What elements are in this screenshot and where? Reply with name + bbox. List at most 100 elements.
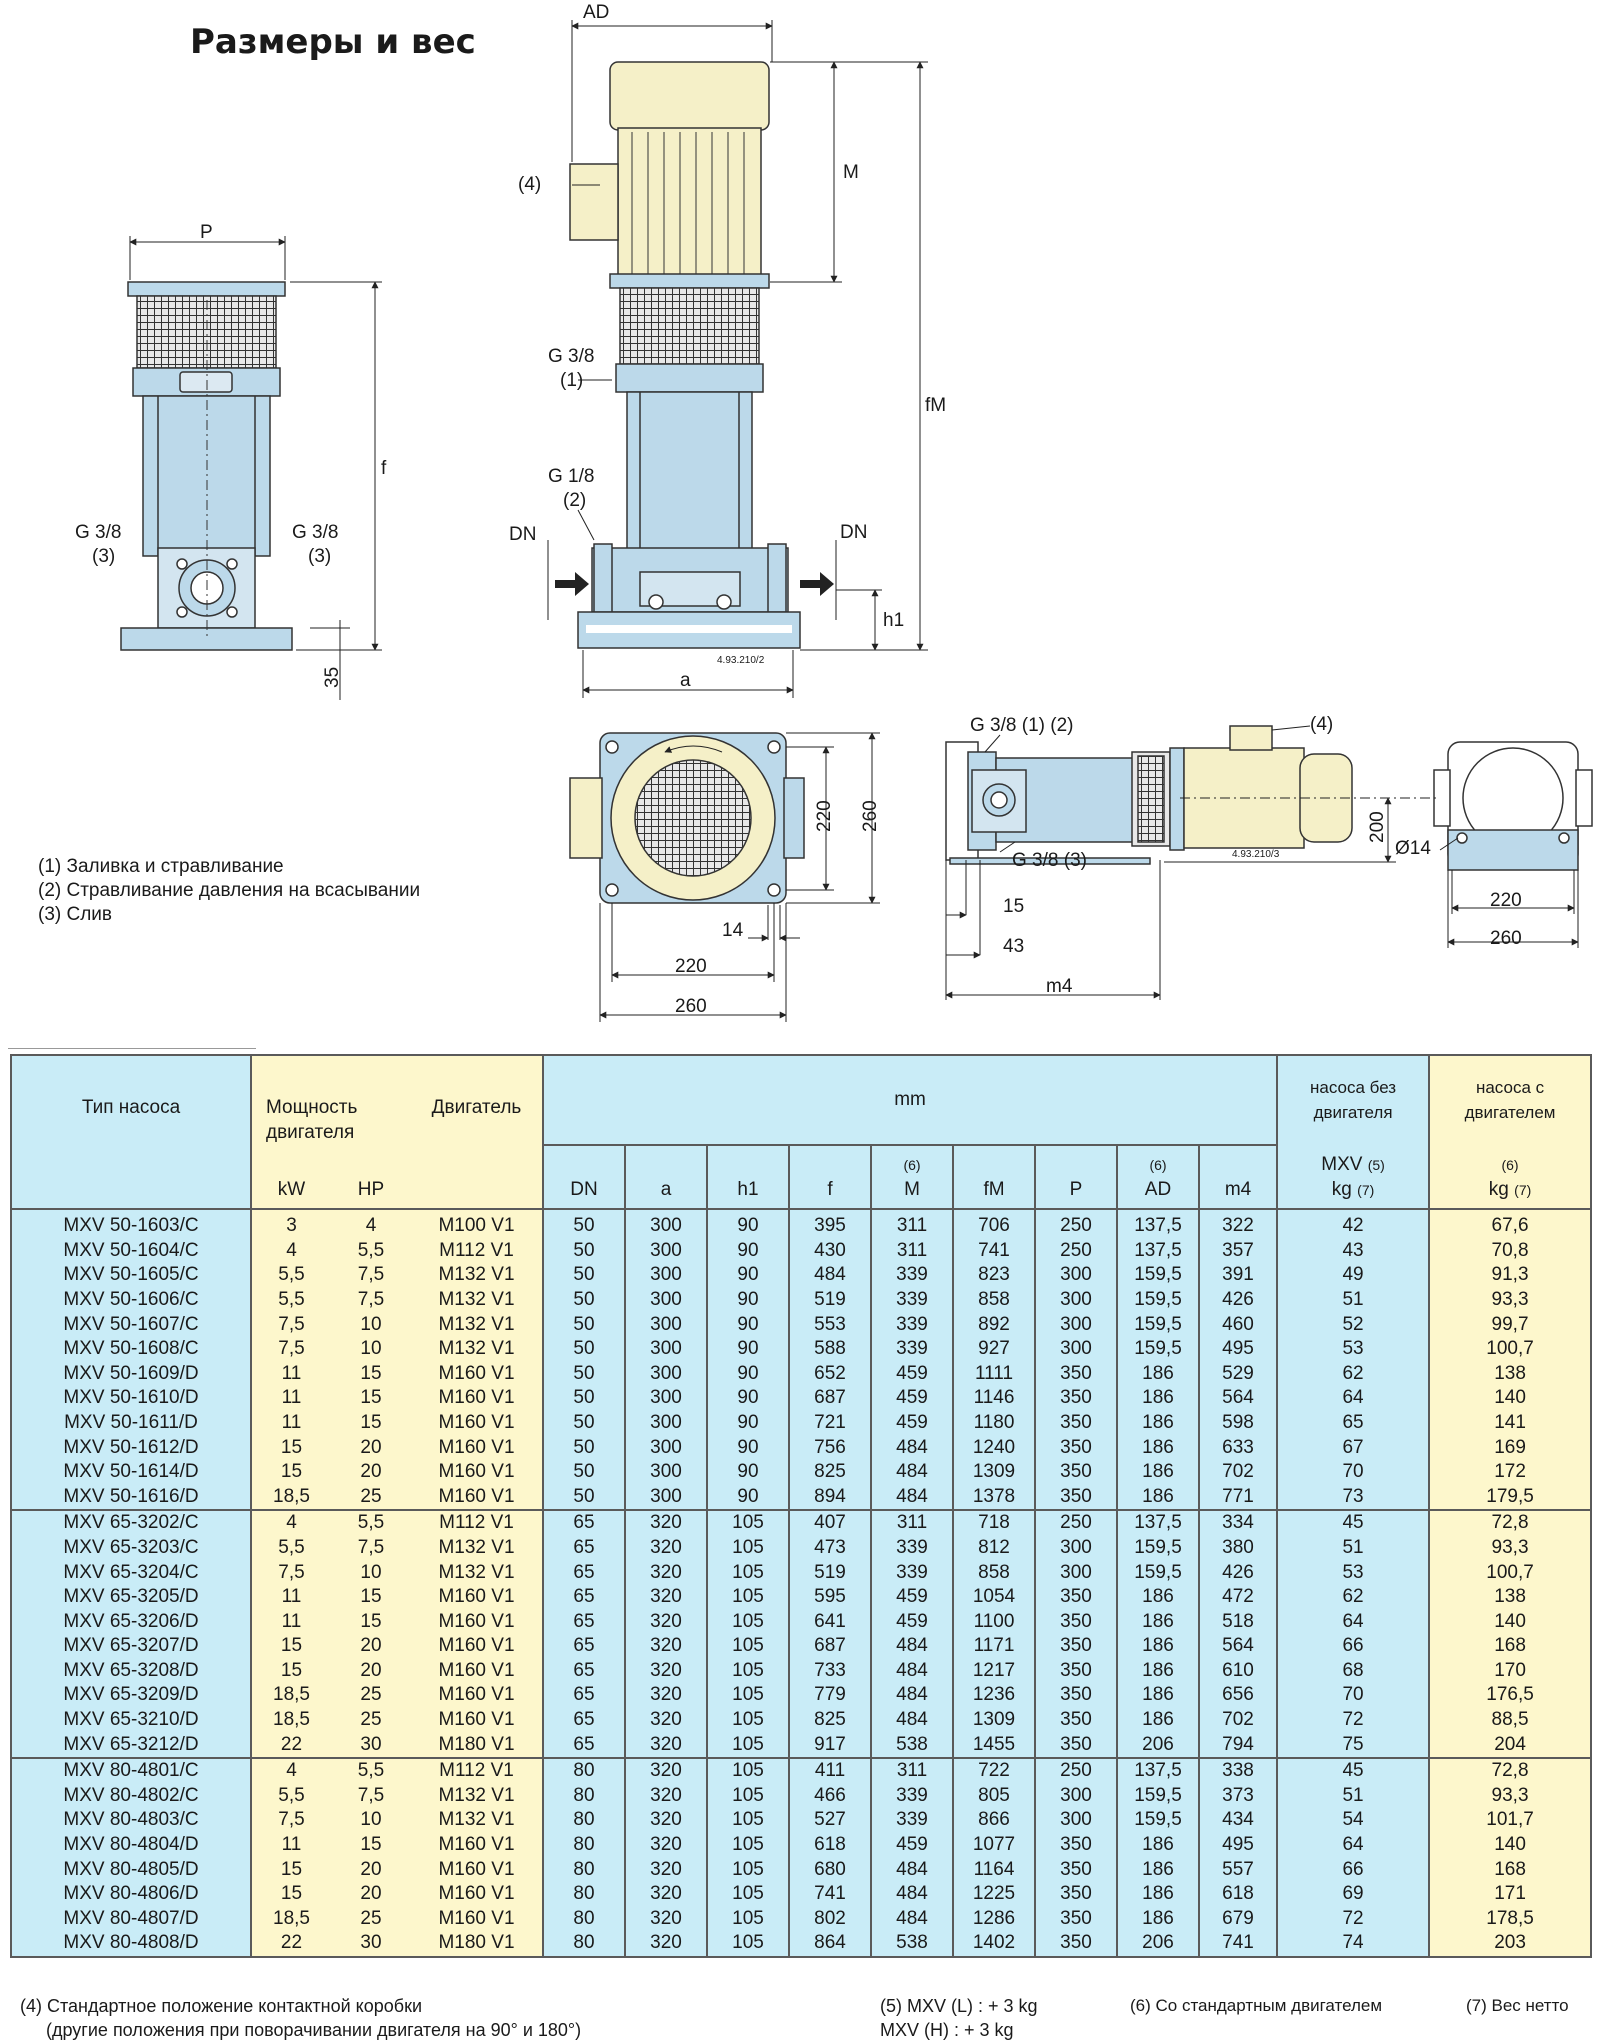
table-cell: 300 (624, 1386, 707, 1411)
table-cell: 20 (331, 1435, 411, 1461)
table-cell: 105 (706, 1833, 789, 1858)
table-cell: 69 (1276, 1882, 1430, 1907)
pump-type-cell: MXV 50-1610/D (10, 1386, 251, 1411)
table-cell: 598 (1197, 1410, 1278, 1436)
pump-type-cell: MXV 50-1609/D (10, 1361, 251, 1387)
footnote-5-line2: MXV (H) : + 3 kg (880, 2020, 1014, 2040)
table-cell: M160 V1 (411, 1609, 543, 1635)
table-cell: 105 (706, 1535, 789, 1561)
table-cell: 50 (542, 1435, 625, 1461)
note2-side-label: (2) (563, 490, 586, 511)
table-cell: 300 (624, 1209, 707, 1239)
table-cell: 90 (706, 1460, 789, 1485)
table-cell: 300 (624, 1410, 707, 1436)
table-cell: 1225 (952, 1882, 1035, 1907)
header-w1-line2: двигателя (1313, 1102, 1393, 1122)
table-cell: 320 (624, 1658, 707, 1684)
col-weight1-kg: kg (1331, 1178, 1352, 1200)
table-cell: 186 (1116, 1906, 1199, 1932)
note-1: (1) Заливка и стравливание (38, 856, 284, 877)
table-cell: 3 (250, 1209, 331, 1239)
table-cell: 15 (331, 1609, 411, 1635)
header-power: Мощность двигателя (250, 1053, 411, 1146)
table-cell: M100 V1 (411, 1209, 543, 1239)
table-cell: M112 V1 (411, 1757, 543, 1784)
table-cell: 90 (706, 1287, 789, 1313)
table-cell: 320 (624, 1931, 707, 1958)
table-cell: 350 (1034, 1906, 1117, 1932)
table-cell: 15 (331, 1833, 411, 1858)
table-cell: 300 (624, 1263, 707, 1288)
divider (8, 1048, 256, 1049)
note-3: (3) Слив (38, 904, 113, 925)
table-cell: 7,5 (250, 1808, 331, 1834)
table-cell: 65 (542, 1535, 625, 1561)
table-cell: 395 (788, 1209, 871, 1239)
table-cell: 4 (331, 1209, 411, 1239)
col-weight2-note7: (7) (1514, 1181, 1532, 1198)
table-cell: 186 (1116, 1460, 1199, 1485)
table-cell: 718 (952, 1509, 1035, 1536)
col-m: (6)M (870, 1144, 953, 1211)
pump-horizontal-view (945, 725, 1353, 865)
table-cell: 484 (870, 1882, 953, 1907)
table-cell: 339 (870, 1263, 953, 1288)
table-cell: 72 (1276, 1708, 1430, 1733)
table-cell: 64 (1276, 1386, 1430, 1411)
pump-type-cell: MXV 65-3204/C (10, 1560, 251, 1586)
col-m4: m4 (1197, 1144, 1278, 1211)
table-cell: 553 (788, 1312, 871, 1338)
table-cell: 339 (870, 1783, 953, 1809)
pump-type-cell: MXV 65-3208/D (10, 1658, 251, 1684)
dim-220-end-label: 220 (1490, 890, 1522, 911)
table-cell: 105 (706, 1683, 789, 1709)
header-mm: mm (541, 1053, 1278, 1145)
table-cell: 300 (1034, 1808, 1117, 1834)
table-cell: 610 (1197, 1658, 1278, 1684)
col-m-label: M (904, 1178, 920, 1200)
table-cell: 15 (250, 1882, 331, 1907)
table-cell: 519 (788, 1287, 871, 1313)
table-cell: M132 V1 (411, 1337, 543, 1362)
table-cell: 300 (1034, 1312, 1117, 1338)
table-cell: 62 (1276, 1585, 1430, 1610)
table-cell: 805 (952, 1783, 1035, 1809)
table-cell: 656 (1197, 1683, 1278, 1709)
page-title: Размеры и вес (190, 22, 476, 62)
table-cell: 100,7 (1428, 1560, 1593, 1586)
table-cell: 350 (1034, 1460, 1117, 1485)
g38-left-label: G 3/8 (75, 522, 121, 543)
table-cell: 250 (1034, 1509, 1117, 1536)
note-2: (2) Стравливание давления на всасывании (38, 880, 421, 901)
table-cell: 460 (1197, 1312, 1278, 1338)
col-weight1-note5: (5) (1367, 1157, 1385, 1173)
table-cell: 250 (1034, 1209, 1117, 1239)
table-cell: 1164 (952, 1857, 1035, 1883)
table-cell: 350 (1034, 1634, 1117, 1659)
table-cell: 350 (1034, 1658, 1117, 1684)
table-cell: 159,5 (1116, 1783, 1199, 1809)
table-cell: 320 (624, 1808, 707, 1834)
pump-type-cell: MXV 50-1611/D (10, 1410, 251, 1436)
table-cell: 186 (1116, 1435, 1199, 1461)
table-cell: 18,5 (250, 1484, 331, 1511)
pump-type-cell: MXV 80-4808/D (10, 1931, 251, 1958)
table-cell: 169 (1428, 1435, 1593, 1461)
table-cell: 72,8 (1428, 1509, 1593, 1536)
table-cell: 300 (1034, 1783, 1117, 1809)
table-cell: 50 (542, 1361, 625, 1387)
table-cell: 93,3 (1428, 1535, 1593, 1561)
table-cell: 741 (1197, 1931, 1278, 1958)
table-cell: 186 (1116, 1609, 1199, 1635)
table-cell: 100,7 (1428, 1337, 1593, 1362)
table-cell: 5,5 (250, 1263, 331, 1288)
col-weight1-note7: (7) (1357, 1181, 1375, 1198)
table-cell: 350 (1034, 1931, 1117, 1958)
dim-220-vertical: 220 (814, 800, 835, 832)
note4-horizontal-label: (4) (1310, 714, 1333, 735)
pump-type-cell: MXV 80-4803/C (10, 1808, 251, 1834)
table-cell: 311 (870, 1509, 953, 1536)
table-cell: 434 (1197, 1808, 1278, 1834)
